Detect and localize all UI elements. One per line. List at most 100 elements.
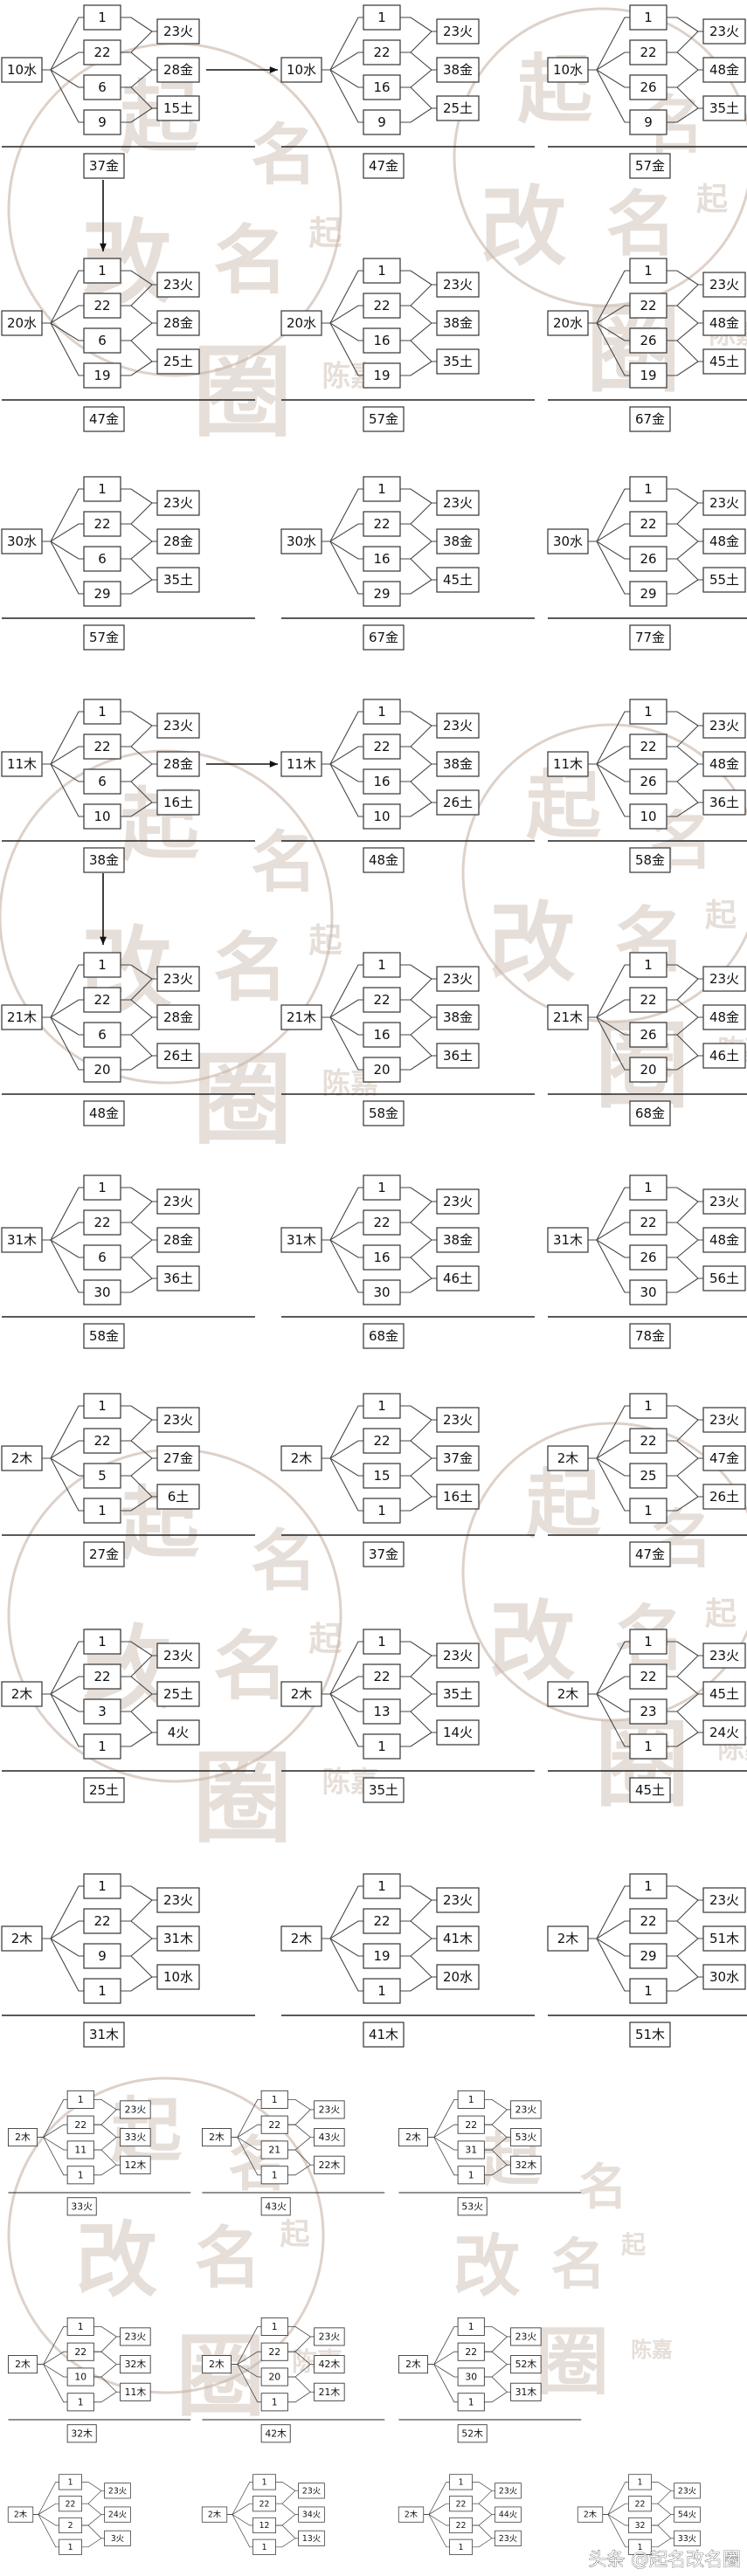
watermark-glyph: 圈 bbox=[192, 1739, 292, 1856]
result-value: 36土 bbox=[443, 1048, 473, 1064]
branch-line bbox=[588, 1441, 630, 1458]
total-value: 68金 bbox=[635, 1105, 665, 1121]
input-value: 22 bbox=[373, 1215, 390, 1230]
result-value: 11木 bbox=[125, 2387, 147, 2398]
input-value: 1 bbox=[272, 2396, 278, 2407]
result-value: 45土 bbox=[443, 572, 473, 588]
connector-line bbox=[400, 1886, 437, 1921]
connector-line bbox=[400, 1476, 437, 1511]
input-value: 1 bbox=[377, 10, 386, 25]
input-value: 30 bbox=[640, 1285, 656, 1300]
result-value: 23火 bbox=[163, 718, 193, 734]
connector-line bbox=[121, 559, 157, 594]
input-value: 1 bbox=[638, 2478, 643, 2488]
watermark-glyph: 圈 bbox=[192, 334, 292, 451]
branch-line bbox=[38, 2365, 68, 2377]
result-value: 48金 bbox=[709, 1232, 739, 1248]
total-value: 58金 bbox=[369, 1105, 398, 1121]
base-label: 31木 bbox=[553, 1232, 583, 1248]
base-label: 10水 bbox=[553, 62, 583, 78]
branch-line bbox=[588, 1240, 630, 1257]
total-value: 57金 bbox=[369, 411, 398, 427]
result-value: 23火 bbox=[163, 1892, 193, 1908]
input-value: 30 bbox=[373, 1285, 390, 1300]
result-value: 38金 bbox=[443, 534, 473, 549]
footer-watermark: 头条 @起名改名圈 bbox=[588, 2549, 741, 2570]
branch-line bbox=[603, 2504, 629, 2514]
branch-line bbox=[42, 306, 84, 323]
input-value: 1 bbox=[644, 1983, 653, 1999]
branch-line bbox=[42, 764, 84, 782]
connector-line bbox=[400, 1956, 437, 1991]
total-value: 38金 bbox=[89, 852, 119, 868]
input-value: 1 bbox=[98, 10, 107, 25]
total-value: 47金 bbox=[369, 158, 398, 174]
result-value: 33火 bbox=[678, 2534, 696, 2544]
branch-line bbox=[424, 2515, 450, 2525]
input-value: 13 bbox=[373, 1704, 390, 1719]
result-value: 23火 bbox=[163, 24, 193, 39]
base-label: 2木 bbox=[209, 2359, 225, 2370]
connector-line bbox=[276, 2525, 299, 2547]
watermark-glyph: 名 bbox=[551, 2232, 606, 2297]
connector-line bbox=[93, 2326, 120, 2352]
input-value: 22 bbox=[373, 739, 390, 754]
connector-line bbox=[667, 1956, 703, 1991]
input-value: 16 bbox=[373, 79, 390, 95]
watermark-glyph: 起 bbox=[308, 1619, 342, 1658]
connector-line bbox=[400, 1000, 437, 1035]
result-value: 23火 bbox=[163, 495, 193, 511]
connector-line bbox=[667, 1188, 703, 1223]
input-value: 1 bbox=[644, 1878, 653, 1894]
result-value: 45土 bbox=[709, 1686, 739, 1702]
connector-line bbox=[667, 1223, 703, 1257]
branch-line bbox=[322, 764, 363, 782]
branch-line bbox=[588, 1223, 630, 1240]
branch-line bbox=[227, 2504, 253, 2514]
result-value: 23火 bbox=[709, 277, 739, 293]
result-value: 28金 bbox=[163, 756, 193, 772]
connector-line bbox=[667, 524, 703, 559]
watermark-glyph: 改 bbox=[481, 176, 567, 278]
input-value: 1 bbox=[98, 1983, 107, 1999]
connector-line bbox=[667, 1921, 703, 1956]
result-value: 28金 bbox=[163, 62, 193, 78]
result-value: 6土 bbox=[168, 1489, 190, 1505]
result-value: 53火 bbox=[515, 2132, 537, 2143]
result-value: 38金 bbox=[443, 62, 473, 78]
result-value: 42木 bbox=[319, 2359, 341, 2370]
branch-line bbox=[428, 2365, 459, 2377]
branch-line bbox=[322, 1694, 363, 1712]
result-value: 35土 bbox=[443, 1686, 473, 1702]
result-value: 54火 bbox=[678, 2511, 696, 2520]
input-value: 22 bbox=[93, 1913, 110, 1929]
branch-line bbox=[42, 541, 84, 559]
watermark-glyph: 起 bbox=[696, 181, 729, 217]
result-value: 25土 bbox=[443, 100, 473, 116]
connector-line bbox=[400, 489, 437, 524]
result-value: 35土 bbox=[163, 572, 193, 588]
input-value: 1 bbox=[377, 263, 386, 279]
input-value: 26 bbox=[640, 1250, 656, 1265]
branch-line bbox=[42, 1694, 84, 1712]
connector-line bbox=[82, 2525, 105, 2547]
result-value: 23火 bbox=[443, 495, 473, 511]
input-value: 1 bbox=[377, 957, 386, 973]
input-value: 1 bbox=[78, 2321, 84, 2332]
input-value: 19 bbox=[373, 1948, 390, 1964]
input-value: 22 bbox=[93, 1669, 110, 1684]
input-value: 1 bbox=[262, 2478, 267, 2488]
result-value: 23火 bbox=[163, 1648, 193, 1663]
connector-line bbox=[400, 17, 437, 52]
base-label: 2木 bbox=[557, 1931, 579, 1946]
input-value: 22 bbox=[93, 516, 110, 532]
result-value: 23火 bbox=[499, 2486, 517, 2496]
result-value: 44火 bbox=[499, 2511, 517, 2520]
input-value: 22 bbox=[635, 2499, 646, 2509]
input-value: 1 bbox=[272, 2094, 278, 2105]
input-value: 22 bbox=[93, 992, 110, 1008]
